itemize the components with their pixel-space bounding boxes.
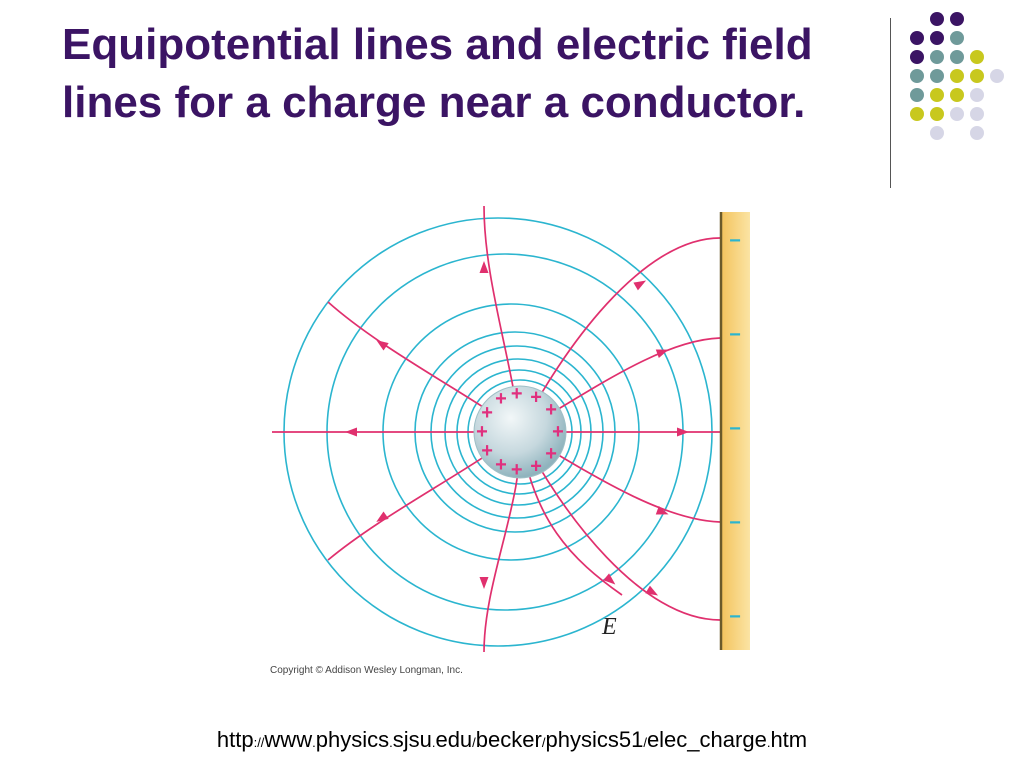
decorative-dot — [910, 69, 924, 83]
positive-charges: ++++++++++++ — [476, 383, 564, 481]
decorative-dot — [930, 69, 944, 83]
decorative-dot — [950, 12, 964, 26]
positive-charge: + — [495, 454, 507, 476]
positive-charge: + — [511, 383, 523, 405]
title-divider — [890, 18, 891, 188]
decorative-dot — [970, 126, 984, 140]
field-label-e: E — [601, 614, 617, 640]
url-dot: . — [431, 735, 436, 750]
negative-charge: − — [729, 418, 741, 440]
decorative-dot — [930, 126, 944, 140]
field-line-diagram: −−−−− ++++++++++++ E — [272, 205, 750, 653]
decorative-dot — [930, 12, 944, 26]
negative-charge: − — [729, 230, 741, 252]
decorative-dot — [910, 88, 924, 102]
decorative-dot — [950, 107, 964, 121]
positive-charge: + — [481, 402, 493, 424]
url-extension: htm — [770, 727, 808, 752]
charged-sphere — [473, 385, 567, 479]
decorative-dot — [930, 31, 944, 45]
positive-charge: + — [545, 399, 557, 421]
field-arrow — [655, 506, 669, 515]
positive-charge: + — [481, 440, 493, 462]
slide-title: Equipotential lines and electric field l… — [62, 20, 813, 127]
source-url[interactable]: http://www.physics.sjsu.edu/becker/physi… — [0, 727, 1024, 753]
url-dot: . — [312, 735, 316, 750]
negative-charge: − — [729, 324, 741, 346]
field-arrows — [345, 261, 689, 596]
url-dot: . — [766, 735, 771, 750]
url-host-part: edu — [435, 727, 473, 752]
copyright-notice: Copyright © Addison Wesley Longman, Inc. — [270, 665, 463, 676]
positive-charge: + — [552, 421, 564, 443]
field-arrow — [376, 511, 389, 523]
decorative-dot — [970, 50, 984, 64]
positive-charge: + — [530, 455, 542, 477]
decorative-dot — [970, 107, 984, 121]
field-arrow — [645, 585, 659, 596]
positive-charge: + — [495, 388, 507, 410]
field-arrow — [345, 427, 357, 437]
decorative-dot — [950, 50, 964, 64]
field-arrow — [479, 261, 489, 273]
positive-charge: + — [530, 387, 542, 409]
url-scheme: http — [216, 727, 254, 752]
positive-charge: + — [545, 443, 557, 465]
url-host-part: physics — [315, 727, 390, 752]
positive-charge: + — [511, 459, 523, 481]
decorative-dot — [910, 31, 924, 45]
field-arrow — [603, 573, 616, 585]
decorative-dot — [930, 107, 944, 121]
url-path-part: physics51 — [545, 727, 644, 752]
positive-charge: + — [476, 421, 488, 443]
field-arrow — [376, 339, 389, 351]
field-arrow — [633, 280, 647, 291]
decorative-dot — [950, 69, 964, 83]
field-arrow — [677, 427, 689, 437]
decorative-dot — [930, 88, 944, 102]
decorative-dot — [930, 50, 944, 64]
decorative-dot — [970, 88, 984, 102]
url-separator: / — [472, 735, 476, 750]
url-dot: . — [389, 735, 393, 750]
decorative-dot — [910, 107, 924, 121]
conductor-plate — [720, 212, 750, 650]
url-separator: :// — [253, 735, 265, 750]
url-path-part: becker — [475, 727, 542, 752]
negative-charge: − — [729, 606, 741, 628]
decorative-dot — [950, 88, 964, 102]
url-separator: / — [643, 735, 647, 750]
field-arrow — [479, 577, 489, 589]
decorative-dot — [990, 69, 1004, 83]
decorative-dot — [910, 50, 924, 64]
url-separator: / — [541, 735, 546, 750]
url-file: elec_charge — [646, 727, 767, 752]
negative-charge: − — [729, 512, 741, 534]
field-arrow — [655, 349, 669, 358]
decorative-dot — [950, 31, 964, 45]
url-host-part: sjsu — [392, 727, 432, 752]
decorative-dot — [970, 69, 984, 83]
url-host-part: www — [264, 727, 313, 752]
negative-charges: − − − − − — [729, 230, 741, 628]
